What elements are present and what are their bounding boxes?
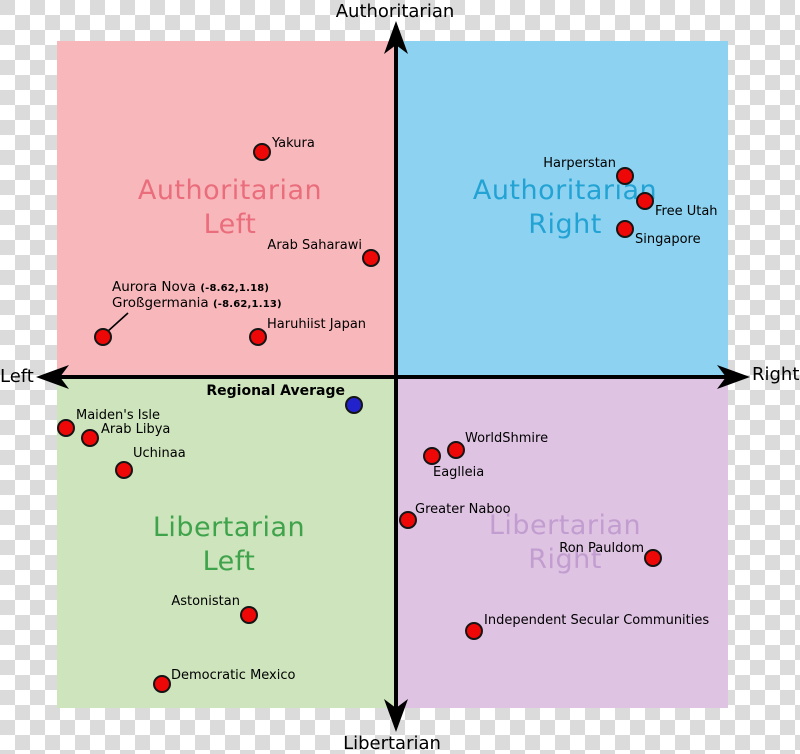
- data-point-label: Greater Naboo: [415, 502, 511, 517]
- axis-label-authoritarian: Authoritarian: [335, 1, 455, 22]
- data-point-label: Democratic Mexico: [171, 668, 296, 683]
- data-point-label: Regional Average: [206, 383, 345, 399]
- callout-line-2: Großgermania (-8.62,1.13): [112, 296, 282, 312]
- data-point-label: Arab Libya: [101, 422, 171, 437]
- data-point-dot: [239, 605, 258, 624]
- callout-coords-grossgermania: (-8.62,1.13): [212, 299, 282, 310]
- data-point-dot: [248, 327, 267, 346]
- data-point-dot: [615, 219, 634, 238]
- callout-line-1: Aurora Nova (-8.62,1.18): [112, 280, 282, 296]
- callout-name-grossgermania: Großgermania: [112, 295, 209, 311]
- data-point-dot: [80, 428, 99, 447]
- data-point-label: Maiden's Isle: [76, 408, 160, 423]
- data-point-dot: [361, 248, 380, 267]
- data-point-label: Uchinaa: [133, 446, 186, 461]
- data-point-dot: [615, 166, 634, 185]
- data-point-dot: [464, 621, 483, 640]
- data-point-label: Yakura: [272, 136, 315, 151]
- data-point-dot: [93, 327, 112, 346]
- callout-aurora-grossgermania: Aurora Nova (-8.62,1.18) Großgermania (-…: [112, 280, 282, 312]
- quadrant-authoritarian-right: [396, 41, 728, 377]
- data-point-label: Arab Saharawi: [267, 238, 362, 253]
- data-point-label: Eaglleia: [433, 465, 485, 480]
- quadrant-libertarian-left: [57, 377, 396, 708]
- data-point-label: Independent Secular Communities: [484, 613, 710, 628]
- data-point-label: Harperstan: [543, 156, 616, 171]
- data-point-label: WorldShmire: [465, 431, 549, 446]
- data-point-dot: [422, 446, 441, 465]
- axis-label-libertarian: Libertarian: [343, 733, 441, 754]
- data-point-dot: [643, 548, 662, 567]
- data-point-label: Free Utah: [655, 204, 718, 219]
- callout-name-aurora-nova: Aurora Nova: [112, 279, 197, 295]
- data-point-label: Singapore: [635, 232, 701, 247]
- data-point-label: Astonistan: [171, 594, 240, 609]
- data-point-dot: [398, 510, 417, 529]
- data-point-dot: [114, 460, 133, 479]
- data-point-dot: [56, 418, 75, 437]
- axis-label-left: Left: [0, 366, 34, 387]
- callout-coords-aurora-nova: (-8.62,1.18): [200, 283, 270, 294]
- data-point-dot: [344, 395, 363, 414]
- data-point-dot: [252, 142, 271, 161]
- data-point-label: Ron Pauldom: [559, 541, 644, 556]
- data-point-dot: [635, 191, 654, 210]
- data-point-label: Haruhiist Japan: [267, 317, 367, 332]
- data-point-dot: [446, 440, 465, 459]
- axis-label-right: Right: [752, 364, 800, 385]
- quadrant-libertarian-right: [396, 377, 728, 708]
- data-point-dot: [152, 674, 171, 693]
